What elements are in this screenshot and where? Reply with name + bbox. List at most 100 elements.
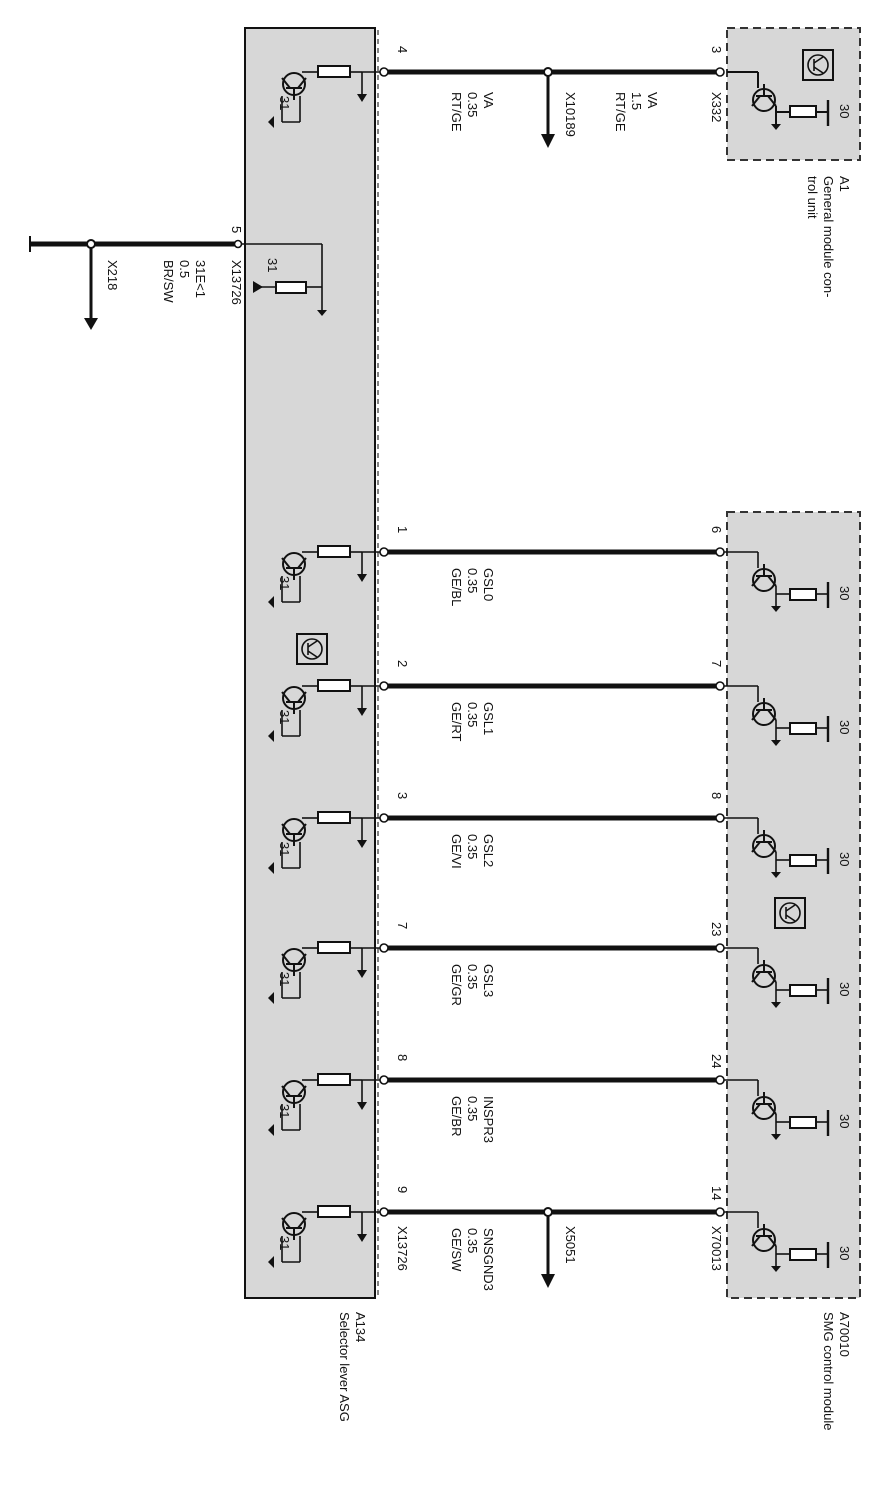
pin-number-left: 1: [395, 526, 410, 533]
supply-label: 30: [837, 852, 852, 866]
supply-label: 30: [837, 1246, 852, 1260]
ground-31-label: 31: [277, 1104, 292, 1118]
wire-size: 0.35: [465, 1228, 480, 1253]
connector-x332: X332: [709, 92, 724, 122]
wire-signal: GSL1: [481, 702, 496, 735]
selector-output-stage: 31: [268, 679, 380, 742]
module-a134-name: Selector lever ASG: [337, 1312, 352, 1422]
splice-node: [543, 67, 553, 77]
wire-signal: GSL0: [481, 568, 496, 601]
connector-x13726-gnd: X13726: [229, 260, 244, 305]
module-a1-name-line1: General module con-: [821, 176, 836, 297]
pin-number-left: 8: [395, 1054, 410, 1061]
selector-output-stage: 31: [268, 941, 380, 1004]
smg-control-module-box: [726, 511, 861, 1299]
smg-output-stage: 30: [724, 1079, 852, 1140]
splice-arrow-icon: [541, 1274, 555, 1288]
general-module-box: [726, 27, 861, 161]
ground-31-label: 31: [277, 972, 292, 986]
selector-output-stage: 31: [268, 65, 380, 128]
pin-terminal: [379, 1075, 389, 1085]
wire-size: 0.35: [465, 834, 480, 859]
pin-terminal: [715, 813, 725, 823]
pin-terminal: [379, 1207, 389, 1217]
pin-terminal: [715, 681, 725, 691]
connector-x70013: X70013: [709, 1226, 724, 1271]
supply-label: 30: [837, 720, 852, 734]
pin-terminal: [715, 1207, 725, 1217]
pin-number-right: 14: [709, 1186, 724, 1200]
wire-va-left-size: 0.35: [465, 92, 480, 117]
module-a70010-id: A70010: [837, 1312, 852, 1357]
pin-number-left: 3: [395, 792, 410, 799]
wire-signal: SNSGND3: [481, 1228, 496, 1291]
wire-size: 0.35: [465, 964, 480, 989]
pin-number-left: 2: [395, 660, 410, 667]
pin-number-right: 24: [709, 1054, 724, 1068]
wire-color: GE/SW: [449, 1228, 464, 1272]
smg-output-stage: 30: [724, 685, 852, 746]
pin-terminal: [379, 547, 389, 557]
selector-output-stage: 31: [268, 1205, 380, 1268]
wire-size: 0.35: [465, 1096, 480, 1121]
smg-circuits: 30 30 30 30 30 30: [724, 551, 852, 1272]
wire-color: GE/GR: [449, 964, 464, 1006]
selector-circuits: 31 31 31 31 31 31 31: [268, 65, 380, 1268]
ground-31-label: 31: [277, 576, 292, 590]
smg-output-stage: 30: [724, 551, 852, 612]
supply-label: 30: [837, 1114, 852, 1128]
ground-circuit: [29, 236, 327, 330]
pin-number-left: 7: [395, 922, 410, 929]
splice-node: [543, 1207, 553, 1217]
wire-signal: GSL2: [481, 834, 496, 867]
module-a1-name-line2: trol unit: [805, 176, 820, 219]
smg-output-stage: 30: [724, 1211, 852, 1272]
module-a134-id: A134: [353, 1312, 368, 1342]
ground-wire-size: 0.5: [177, 260, 192, 278]
ground-31-label: 31: [277, 96, 292, 110]
pin-terminal: [715, 1075, 725, 1085]
ground-31-label: 31: [277, 1236, 292, 1250]
pin-terminal: [379, 67, 389, 77]
wire-va-right-signal: VA: [645, 92, 660, 109]
ground-wire-splice: X218: [105, 260, 120, 290]
connector-x13726-main: X13726: [395, 1226, 410, 1271]
ground-31-label: 31: [277, 710, 292, 724]
supply-label: 30: [837, 104, 852, 118]
ground-pin-number: 5: [229, 226, 244, 233]
supply-label: 30: [837, 982, 852, 996]
pin-terminal: [379, 813, 389, 823]
pin-number-left: 9: [395, 1186, 410, 1193]
pin-terminal: [715, 943, 725, 953]
connector-x10189: X10189: [563, 92, 578, 137]
ground-wire-color: BR/SW: [161, 260, 176, 303]
module-a70010-name: SMG control module: [821, 1312, 836, 1431]
pin-number-left: 4: [395, 46, 410, 53]
wire-size: 0.35: [465, 702, 480, 727]
wire-size: 0.35: [465, 568, 480, 593]
pin-number-right: 23: [709, 922, 724, 936]
smg-output-stage: 30: [724, 817, 852, 878]
wire-va-right-size: 1.5: [629, 92, 644, 110]
module-a1-id: A1: [837, 176, 852, 192]
smg-output-stage: 30: [724, 947, 852, 1008]
pin-terminal: [715, 547, 725, 557]
wire-va-left-color: RT/GE: [449, 92, 464, 132]
pin-number-right: 8: [709, 792, 724, 799]
wire-signal: GSL3: [481, 964, 496, 997]
pin-number-right: 3: [709, 46, 724, 53]
ground-31-label: 31: [277, 842, 292, 856]
splice-arrow-icon: [541, 134, 555, 148]
wire-color: GE/RT: [449, 702, 464, 742]
wire-color: GE/BR: [449, 1096, 464, 1136]
wire-va-right-color: RT/GE: [613, 92, 628, 132]
wire-group: [379, 67, 725, 1288]
wire-color: GE/BL: [449, 568, 464, 606]
selector-output-stage: 31: [268, 811, 380, 874]
pin-terminal: [715, 67, 725, 77]
pin-terminal: [379, 943, 389, 953]
pin-terminal: [379, 681, 389, 691]
ground-wire-code: 31E<1: [193, 260, 208, 298]
